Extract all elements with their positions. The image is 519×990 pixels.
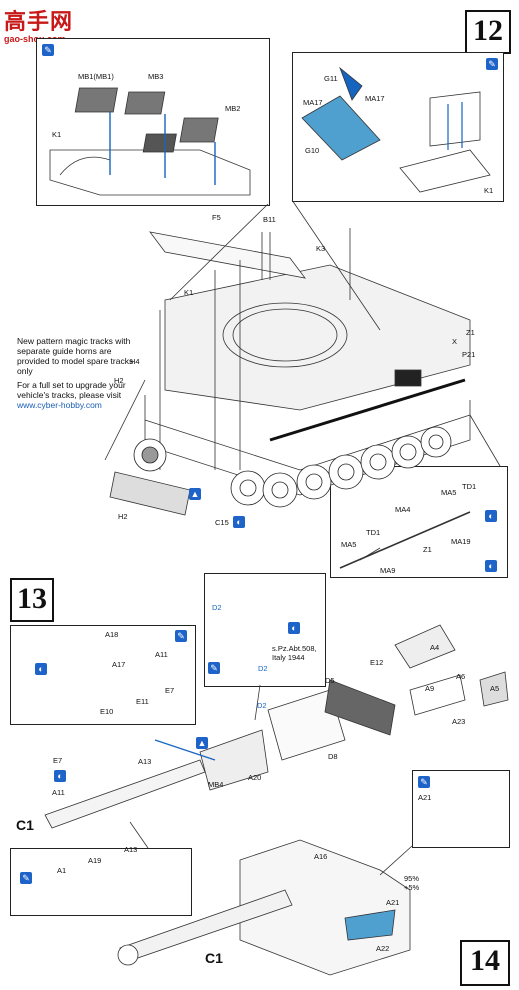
paint-icon: ◐ xyxy=(54,770,66,782)
label-k1: K1 xyxy=(52,130,62,139)
label-z1: Z1 xyxy=(466,328,475,337)
label-k1-hull: K1 xyxy=(184,288,194,297)
track-note: New pattern magic tracks with separate g… xyxy=(17,336,145,410)
label-5-percent: +5% xyxy=(404,883,420,892)
glue-icon: ✎ xyxy=(20,872,32,884)
label-a21-turret: A21 xyxy=(386,898,400,907)
watermark: 高手网 gao-shou.com xyxy=(4,4,73,44)
label-k3: K3 xyxy=(316,244,326,253)
label-c1: C1 xyxy=(16,817,34,833)
label-a13-detail: A13 xyxy=(124,845,138,854)
label-e10: E10 xyxy=(100,707,114,716)
label-b11: B11 xyxy=(263,215,276,224)
paint-icon: ◐ xyxy=(485,560,497,572)
label-a1: A1 xyxy=(57,866,67,875)
step-number-13: 13 xyxy=(10,578,54,622)
step-number-12: 12 xyxy=(465,10,511,54)
glue-icon: ✎ xyxy=(208,662,220,674)
label-a22: A22 xyxy=(376,944,390,953)
label-p21: P21 xyxy=(462,350,476,359)
label-x: X xyxy=(452,337,458,346)
glue-icon: ✎ xyxy=(486,58,498,70)
glue-icon: ✎ xyxy=(175,630,187,642)
label-a4: A4 xyxy=(430,643,440,652)
label-ma5-low: MA5 xyxy=(341,540,357,549)
label-g11: G11 xyxy=(324,74,338,83)
paint-icon: ◐ xyxy=(35,663,47,675)
label-a9: A9 xyxy=(425,684,435,693)
label-e7: E7 xyxy=(165,686,175,695)
label-d5: D5 xyxy=(325,676,335,685)
callout-barrel-detail xyxy=(10,848,192,916)
label-mb1: MB1(MB1) xyxy=(78,72,114,81)
label-unit-marking: s.Pz.Abt.508, Italy 1944 xyxy=(272,644,317,662)
callout-engine-deck-grilles xyxy=(36,38,270,206)
glue-icon: ✎ xyxy=(418,776,430,788)
label-z1-track: Z1 xyxy=(423,545,432,554)
label-d8: D8 xyxy=(328,752,338,761)
glue-icon: ✎ xyxy=(42,44,54,56)
label-a18: A18 xyxy=(105,630,119,639)
paint-icon: ▲ xyxy=(189,488,201,500)
watermark-url: gao-shou.com xyxy=(4,34,66,44)
label-c1-turret: C1 xyxy=(205,950,223,966)
label-h2-track: H2 xyxy=(118,512,128,521)
label-c15: C15 xyxy=(215,518,229,527)
label-mb3: MB3 xyxy=(148,72,164,81)
cyber-hobby-link[interactable]: www.cyber-hobby.com xyxy=(17,400,102,410)
label-h2: H2 xyxy=(114,376,124,385)
label-mb4: MB4 xyxy=(208,780,224,789)
label-ma17-right: MA17 xyxy=(365,94,385,103)
label-d2-marked: D2 xyxy=(258,664,268,673)
label-e12: E12 xyxy=(370,658,384,667)
label-e11: E11 xyxy=(136,697,149,706)
label-a16: A16 xyxy=(314,852,328,861)
paint-icon: ◐ xyxy=(485,510,497,522)
label-ma19: MA19 xyxy=(451,537,471,546)
label-d2: D2 xyxy=(212,603,222,612)
label-ma17-left: MA17 xyxy=(303,98,323,107)
label-k1-rear: K1 xyxy=(484,186,494,195)
watermark-chinese: 高手网 xyxy=(4,9,74,34)
label-a19: A19 xyxy=(88,856,102,865)
paint-icon: ◐ xyxy=(288,622,300,634)
step-number-14: 14 xyxy=(460,940,510,986)
track-note-line2: For a full set to upgrade your vehicle's… xyxy=(17,380,126,400)
label-ma4: MA4 xyxy=(395,505,411,514)
callout-unit-marking xyxy=(204,573,326,687)
callout-gun-options xyxy=(10,625,196,725)
label-a6: A6 xyxy=(456,672,466,681)
label-td1-low: TD1 xyxy=(366,528,381,537)
label-mb2: MB2 xyxy=(225,104,241,113)
label-g10: G10 xyxy=(305,146,320,155)
label-a5: A5 xyxy=(490,684,500,693)
paint-icon: ◐ xyxy=(233,516,245,528)
paint-icon: ▲ xyxy=(196,737,208,749)
label-a11-gun: A11 xyxy=(52,788,65,797)
label-a13: A13 xyxy=(138,757,152,766)
label-e7-gun: E7 xyxy=(53,756,63,765)
label-a11: A11 xyxy=(155,650,168,659)
label-ma9: MA9 xyxy=(380,566,396,575)
label-a17: A17 xyxy=(112,660,126,669)
track-note-line1: New pattern magic tracks with separate g… xyxy=(17,336,134,376)
label-a23: A23 xyxy=(452,717,466,726)
label-f5: F5 xyxy=(212,213,221,222)
label-h4: H4 xyxy=(130,357,140,366)
label-a21: A21 xyxy=(418,793,432,802)
label-95-percent: 95% xyxy=(404,874,420,883)
label-td1: TD1 xyxy=(462,482,477,491)
label-d2-main: D2 xyxy=(257,701,267,710)
label-a20: A20 xyxy=(248,773,262,782)
label-ma5: MA5 xyxy=(441,488,457,497)
